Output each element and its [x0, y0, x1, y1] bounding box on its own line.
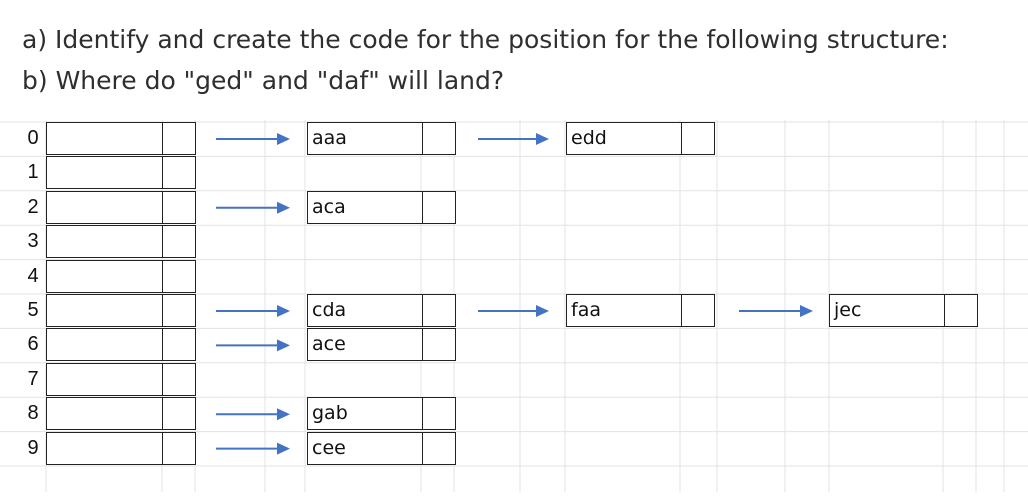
node-next-pointer	[422, 431, 456, 465]
node-next-pointer	[422, 122, 456, 155]
index-label: 9	[27, 436, 39, 459]
chain-arrow	[216, 408, 290, 421]
table-slot-pointer	[162, 362, 196, 396]
question-part-a: a) Identify and create the code for the …	[22, 25, 949, 54]
chain-arrow	[478, 305, 549, 317]
table-slot	[46, 122, 164, 155]
table-slot-pointer	[162, 225, 196, 259]
chain-arrow	[216, 442, 290, 455]
table-slot	[46, 225, 164, 259]
question-part-b: b) Where do "ged" and "daf" will land?	[22, 66, 505, 95]
table-slot	[46, 328, 164, 362]
node-key: faa	[566, 294, 683, 327]
chain-arrow	[478, 133, 549, 145]
node-key: aca	[307, 190, 424, 224]
index-label: 3	[27, 230, 39, 253]
node-key: aaa	[307, 122, 424, 155]
index-label: 5	[27, 299, 39, 321]
chain-arrow	[216, 339, 290, 352]
node-key: jec	[829, 294, 946, 327]
node-next-pointer	[422, 397, 456, 431]
table-slot-pointer	[162, 294, 196, 327]
chain-arrow	[739, 305, 813, 317]
node-next-pointer	[681, 122, 715, 155]
node-key: gab	[307, 397, 424, 431]
table-slot-pointer	[162, 259, 196, 293]
index-label: 1	[27, 161, 39, 184]
table-slot	[46, 156, 164, 190]
chain-arrow	[216, 201, 290, 214]
chain-arrow	[216, 133, 290, 145]
table-slot	[46, 431, 164, 465]
table-slot-pointer	[162, 431, 196, 465]
table-slot-pointer	[162, 328, 196, 362]
node-key: edd	[566, 122, 683, 155]
node-next-pointer	[422, 294, 456, 327]
table-slot-pointer	[162, 190, 196, 224]
node-next-pointer	[681, 294, 715, 327]
chain-arrow	[216, 305, 290, 317]
node-next-pointer	[944, 294, 978, 327]
node-next-pointer	[422, 190, 456, 224]
table-slot-pointer	[162, 397, 196, 431]
table-slot	[46, 259, 164, 293]
table-slot	[46, 294, 164, 327]
node-key: cee	[307, 431, 424, 465]
table-slot	[46, 362, 164, 396]
index-label: 7	[27, 367, 39, 390]
table-slot-pointer	[162, 122, 196, 155]
index-label: 0	[27, 127, 39, 149]
index-label: 6	[27, 333, 39, 356]
node-next-pointer	[422, 328, 456, 362]
table-slot	[46, 190, 164, 224]
index-label: 2	[27, 195, 39, 218]
chain-arrows	[216, 133, 813, 455]
index-label: 4	[27, 264, 39, 287]
node-key: cda	[307, 294, 424, 327]
node-key: ace	[307, 328, 424, 362]
table-slot-pointer	[162, 156, 196, 190]
index-label: 8	[27, 402, 39, 425]
